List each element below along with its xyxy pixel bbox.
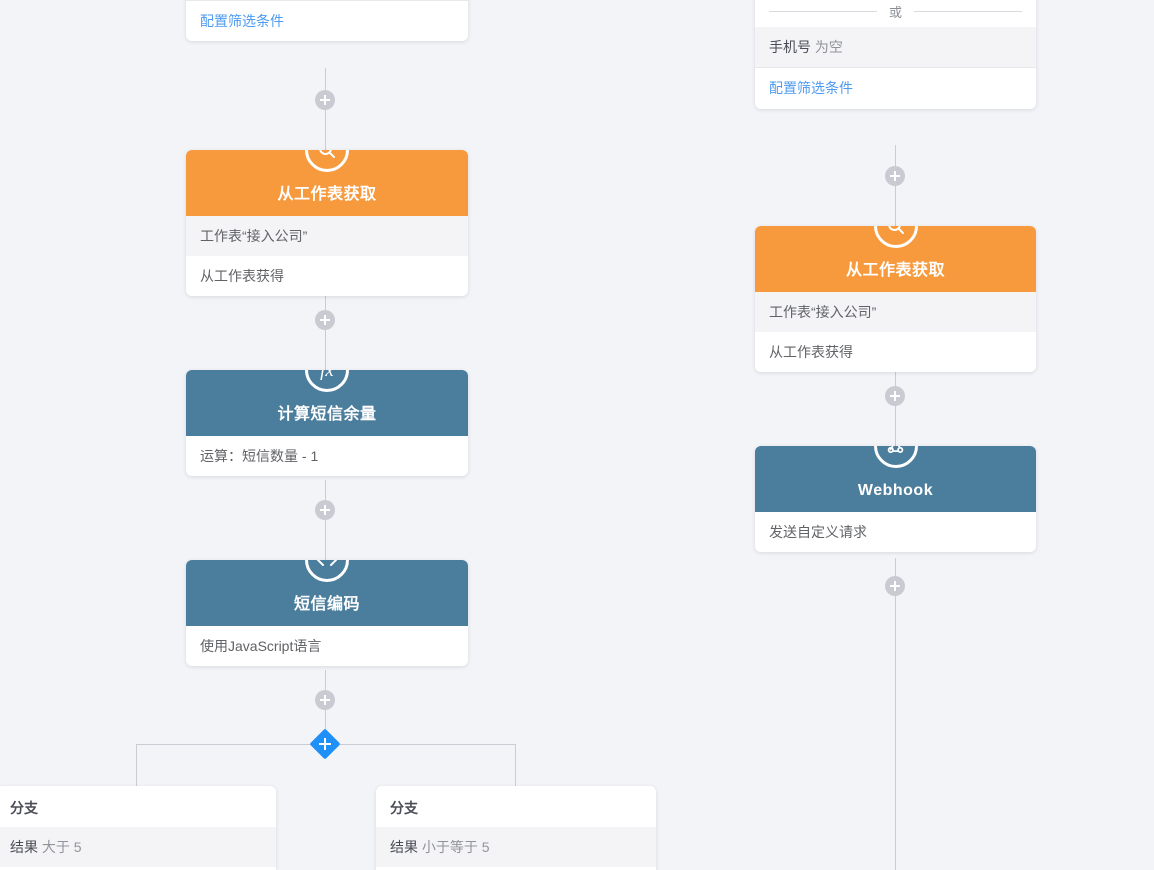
- add-node-button-left-4[interactable]: [315, 690, 335, 710]
- node-row-operation: 运算：短信数量 - 1: [200, 448, 319, 464]
- add-branch-diamond-button[interactable]: [309, 728, 341, 760]
- node-body-sms-encode: 使用JavaScript语言: [186, 626, 468, 666]
- filter-condition-row-phone: 手机号 为空: [755, 27, 1036, 68]
- connector-line-right-1: [895, 145, 896, 235]
- branch-card-2-title: 分支: [390, 800, 418, 816]
- node-sms-encode[interactable]: 短信编码 使用JavaScript语言: [186, 560, 468, 667]
- configure-filter-link-left[interactable]: 配置筛选条件: [186, 0, 468, 41]
- or-divider-label: 或: [889, 5, 903, 21]
- add-node-button-right-3[interactable]: [885, 576, 905, 596]
- filter-condition-operator-phone: 为空: [814, 39, 843, 56]
- branch-card-1-operator: 大于 5: [41, 839, 82, 855]
- connector-line-right-3: [895, 558, 896, 870]
- branch-card-1[interactable]: 分支 结果 大于 5: [0, 786, 276, 870]
- branch-card-2[interactable]: 分支 结果 小于等于 5: [376, 786, 656, 870]
- node-row-worksheet-name-right: 工作表“接入公司”: [755, 292, 1036, 333]
- node-row-language: 使用JavaScript语言: [200, 638, 322, 654]
- node-body-get-from-worksheet-right: 工作表“接入公司” 从工作表获得: [755, 292, 1036, 372]
- filter-card-right-body: 或 手机号 为空 配置筛选条件: [755, 0, 1036, 109]
- node-get-from-worksheet-left[interactable]: 从工作表获取 工作表“接入公司” 从工作表获得: [186, 150, 468, 297]
- or-divider-bar-left: [769, 11, 877, 13]
- connector-line-left-1: [325, 68, 326, 158]
- node-body-get-from-worksheet-left: 工作表“接入公司” 从工作表获得: [186, 216, 468, 296]
- branch-drop-line-right: [515, 744, 516, 794]
- node-body-calculate-sms-balance: 运算：短信数量 - 1: [186, 436, 468, 476]
- branch-card-2-field: 结果: [390, 839, 418, 855]
- configure-filter-link-right[interactable]: 配置筛选条件: [755, 67, 1036, 108]
- filter-card-left-body: 配置筛选条件: [186, 0, 468, 41]
- filter-condition-field-phone: 手机号: [769, 39, 811, 56]
- node-webhook[interactable]: Webhook 发送自定义请求: [755, 446, 1036, 553]
- add-node-button-right-2[interactable]: [885, 386, 905, 406]
- add-node-button-left-2[interactable]: [315, 310, 335, 330]
- branch-card-2-operator: 小于等于 5: [421, 839, 490, 855]
- branch-card-1-condition: 结果 大于 5: [0, 827, 276, 867]
- branch-card-1-title: 分支: [10, 800, 38, 816]
- or-divider-bar-right: [914, 11, 1023, 13]
- node-row-webhook-description: 发送自定义请求: [769, 524, 867, 540]
- node-get-from-worksheet-right[interactable]: 从工作表获取 工作表“接入公司” 从工作表获得: [755, 226, 1036, 373]
- branch-card-1-field: 结果: [10, 839, 38, 855]
- branch-drop-line-left: [136, 744, 137, 794]
- node-row-worksheet-name-left: 工作表“接入公司”: [186, 216, 468, 257]
- connector-line-left-3: [325, 480, 326, 570]
- or-divider: 或: [755, 0, 1036, 27]
- add-node-button-left-3[interactable]: [315, 500, 335, 520]
- filter-card-right: 或 手机号 为空 配置筛选条件: [755, 0, 1036, 109]
- connector-line-right-2: [895, 368, 896, 456]
- node-row-action-right: 从工作表获得: [769, 344, 853, 361]
- connector-line-left-2: [325, 292, 326, 380]
- branch-card-2-condition: 结果 小于等于 5: [376, 827, 656, 867]
- add-node-button-right-1[interactable]: [885, 166, 905, 186]
- node-row-action-left: 从工作表获得: [200, 268, 284, 285]
- filter-card-left: 配置筛选条件: [186, 0, 468, 42]
- node-calculate-sms-balance[interactable]: fx 计算短信余量 运算：短信数量 - 1: [186, 370, 468, 477]
- add-node-button-left-1[interactable]: [315, 90, 335, 110]
- node-body-webhook: 发送自定义请求: [755, 512, 1036, 552]
